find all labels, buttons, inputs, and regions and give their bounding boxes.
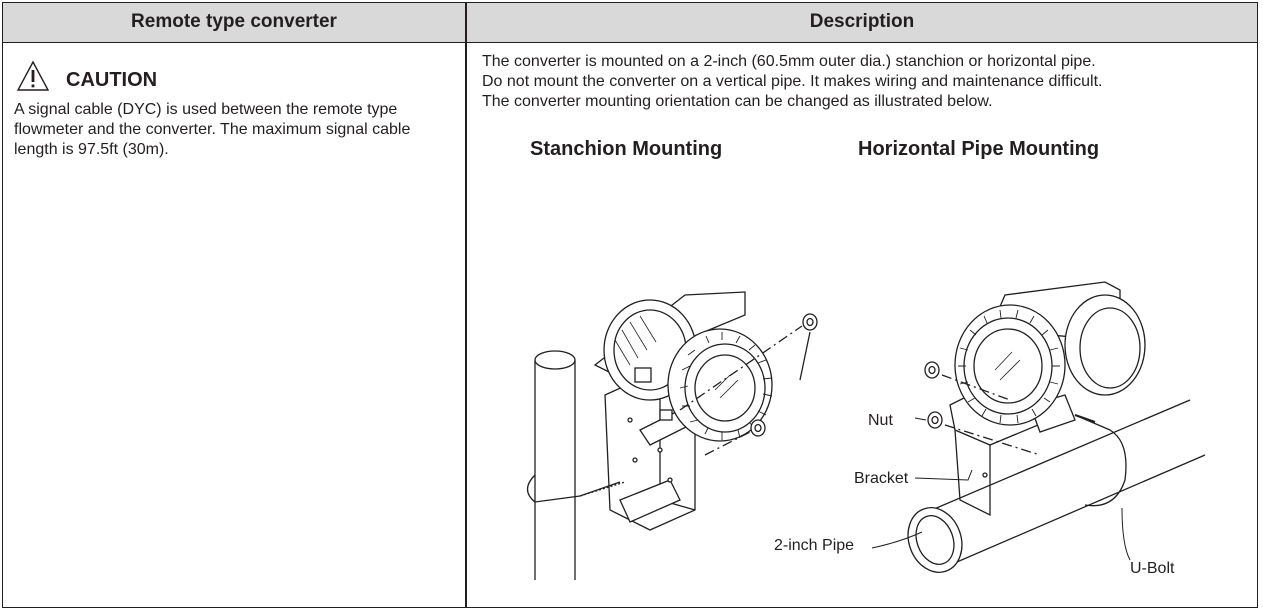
description-line: The converter mounting orientation can b… [482, 93, 993, 110]
stanchion-mounting-illustration [526, 291, 818, 580]
horizontal-pipe-mounting-illustration [871, 281, 1206, 573]
table-header: Remote type converter Description [3, 3, 1257, 43]
bracket-label: Bracket [854, 470, 909, 487]
description-line: Do not mount the converter on a vertical… [482, 73, 1103, 90]
header-remote-type-converter: Remote type converter [131, 11, 337, 32]
nut-label: Nut [868, 412, 893, 429]
warning-triangle-icon [16, 60, 50, 91]
column-divider [465, 3, 467, 607]
mounting-table: Remote type converter Description [2, 2, 1258, 608]
horizontal-pipe-mounting-title: Horizontal Pipe Mounting [858, 138, 1100, 160]
ubolt-label: U-Bolt [1130, 560, 1175, 577]
caution-title: CAUTION [66, 69, 158, 91]
stanchion-mounting-title: Stanchion Mounting [530, 138, 723, 160]
caution-heading: CAUTION [16, 52, 157, 92]
description-line: The converter is mounted on a 2-inch (60… [482, 53, 1096, 70]
pipe-label: 2-inch Pipe [774, 537, 855, 554]
header-description: Description [809, 11, 915, 32]
caution-text: A signal cable (DYC) is used between the… [14, 101, 411, 158]
description-text: The converter is mounted on a 2-inch (60… [482, 52, 1242, 112]
